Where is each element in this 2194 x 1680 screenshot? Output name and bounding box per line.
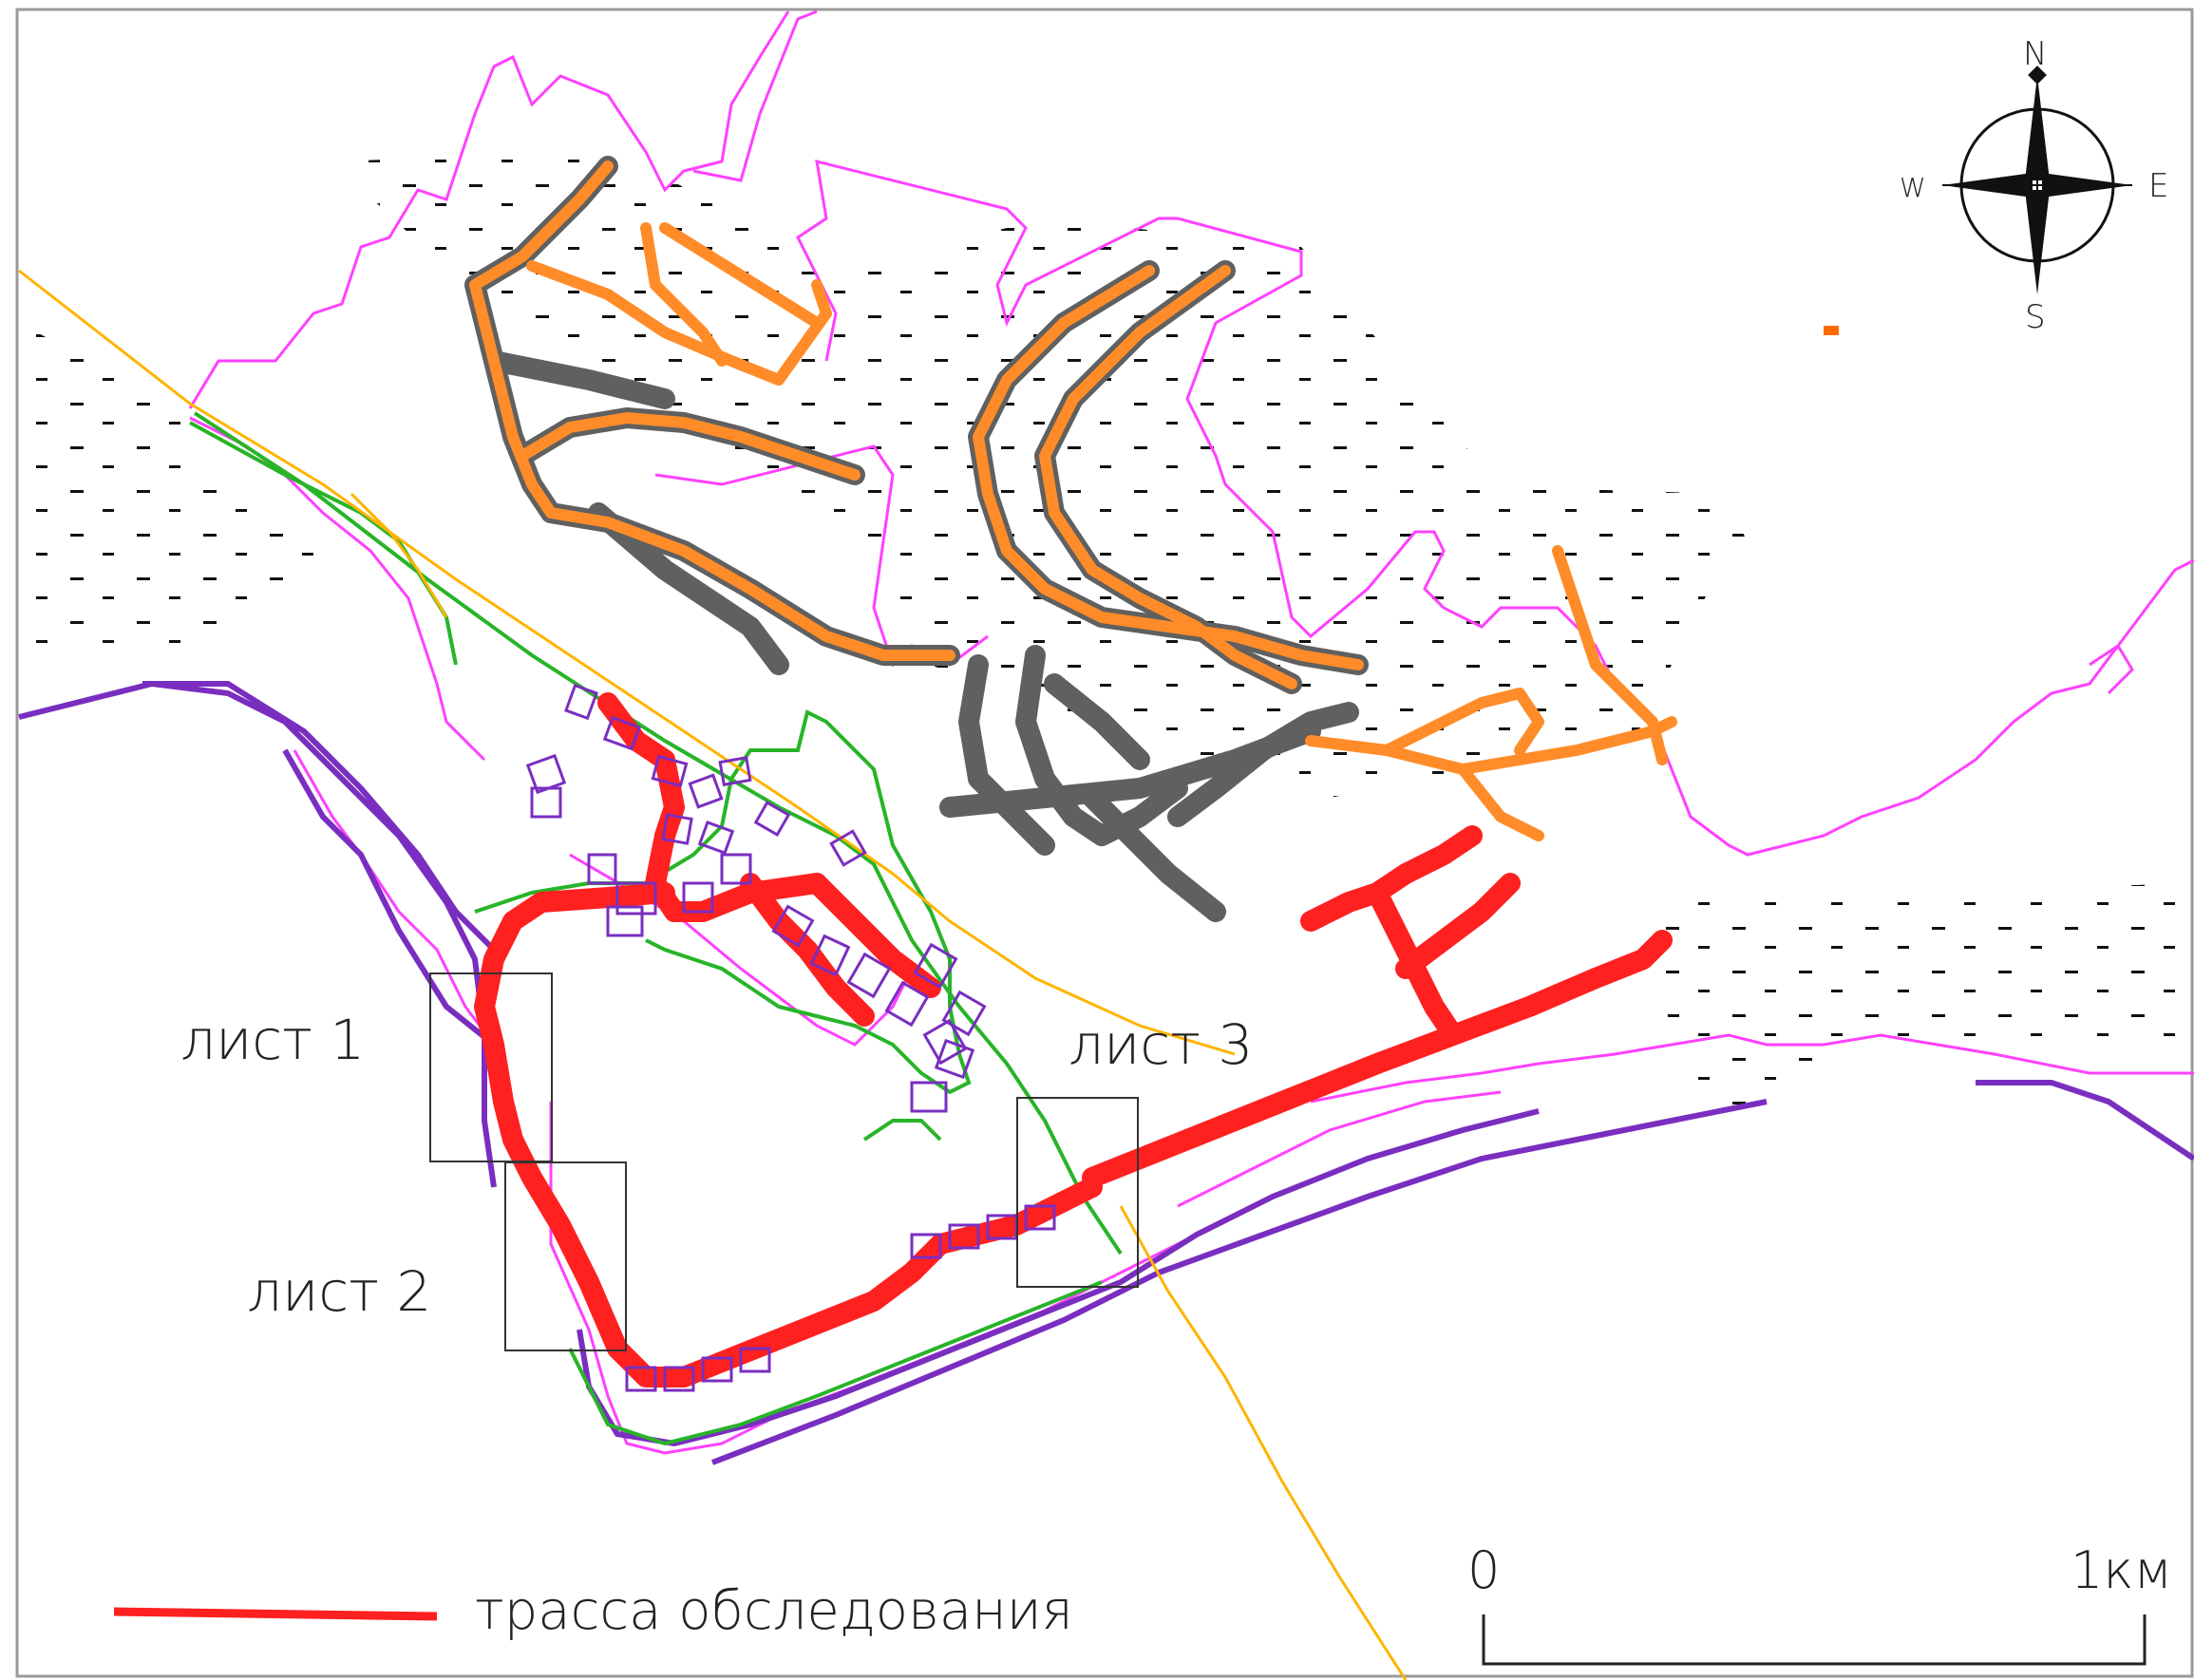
- scale-bar: 0 1км: [1467, 1540, 2172, 1666]
- boundary-north-mid: [692, 9, 818, 182]
- legend-route-swatch: [113, 1607, 438, 1621]
- compass-needle-north: [2025, 76, 2050, 180]
- survey-route-village-spurs: [740, 873, 875, 1027]
- river-outer-bank: [142, 681, 497, 953]
- green-road-main: [193, 411, 1123, 1255]
- river-loop-west: [282, 748, 496, 1048]
- yellow-pipeline: [18, 269, 1408, 1680]
- sheet-box-1: [429, 972, 553, 1162]
- scale-end-label: 1км: [2071, 1540, 2172, 1600]
- sheet-box-3: [1016, 1097, 1139, 1288]
- compass-needle-east: [2042, 173, 2132, 198]
- legend: трасса обследования: [113, 1580, 1073, 1642]
- survey-route-village-spur2: [806, 873, 941, 998]
- river-east: [1976, 1080, 2194, 1161]
- survey-route-h-left: [1300, 825, 1483, 932]
- compass-label-w: W: [1900, 172, 1926, 203]
- green-south-rim: [568, 1280, 1103, 1446]
- river-south: [577, 1108, 1540, 1447]
- small-marker: [1824, 326, 1839, 335]
- map-frame: [15, 8, 2194, 1678]
- sheet-label-1: лист 1: [180, 1008, 365, 1072]
- boundary-north-west: [188, 10, 790, 409]
- sheet-label-3: лист 3: [1069, 1012, 1253, 1077]
- survey-route-h-upper: [1395, 873, 1521, 979]
- boundary-shore-north: [1310, 1033, 2194, 1104]
- sheet-boxes: [429, 972, 1139, 1351]
- boundary-east-strip: [2089, 643, 2134, 695]
- compass-label-e: E: [2148, 167, 2168, 205]
- compass-rose: N S E W: [1900, 35, 2168, 336]
- survey-route-village-branch: [597, 692, 827, 922]
- pipeline-south: [1119, 1205, 1408, 1680]
- village-buildings: [525, 683, 1056, 1392]
- pipeline-main: [18, 269, 1236, 1056]
- survey-route-main-loop: [474, 882, 1103, 1387]
- green-small-curve: [862, 1119, 942, 1142]
- pipeline-branch: [350, 492, 448, 618]
- scale-start-label: 0: [1467, 1540, 1500, 1600]
- green-village-loop: [474, 709, 972, 1095]
- route-network-north: [464, 156, 1677, 922]
- compass-label-n: N: [2023, 35, 2047, 73]
- compass-needle-south: [2025, 190, 2050, 294]
- sheet-label-2: лист 2: [247, 1259, 431, 1324]
- compass-label-s: S: [2025, 298, 2046, 336]
- legend-route-label: трасса обследования: [475, 1580, 1073, 1642]
- boundary-north-east: [796, 159, 2194, 857]
- sheet-box-2: [504, 1161, 627, 1351]
- river-far-south: [710, 1099, 1768, 1465]
- boundary-shore-south: [1177, 1090, 1502, 1208]
- compass-needle-west: [1942, 173, 2033, 198]
- green-road: [189, 411, 1123, 1446]
- green-road-spur: [189, 421, 458, 666]
